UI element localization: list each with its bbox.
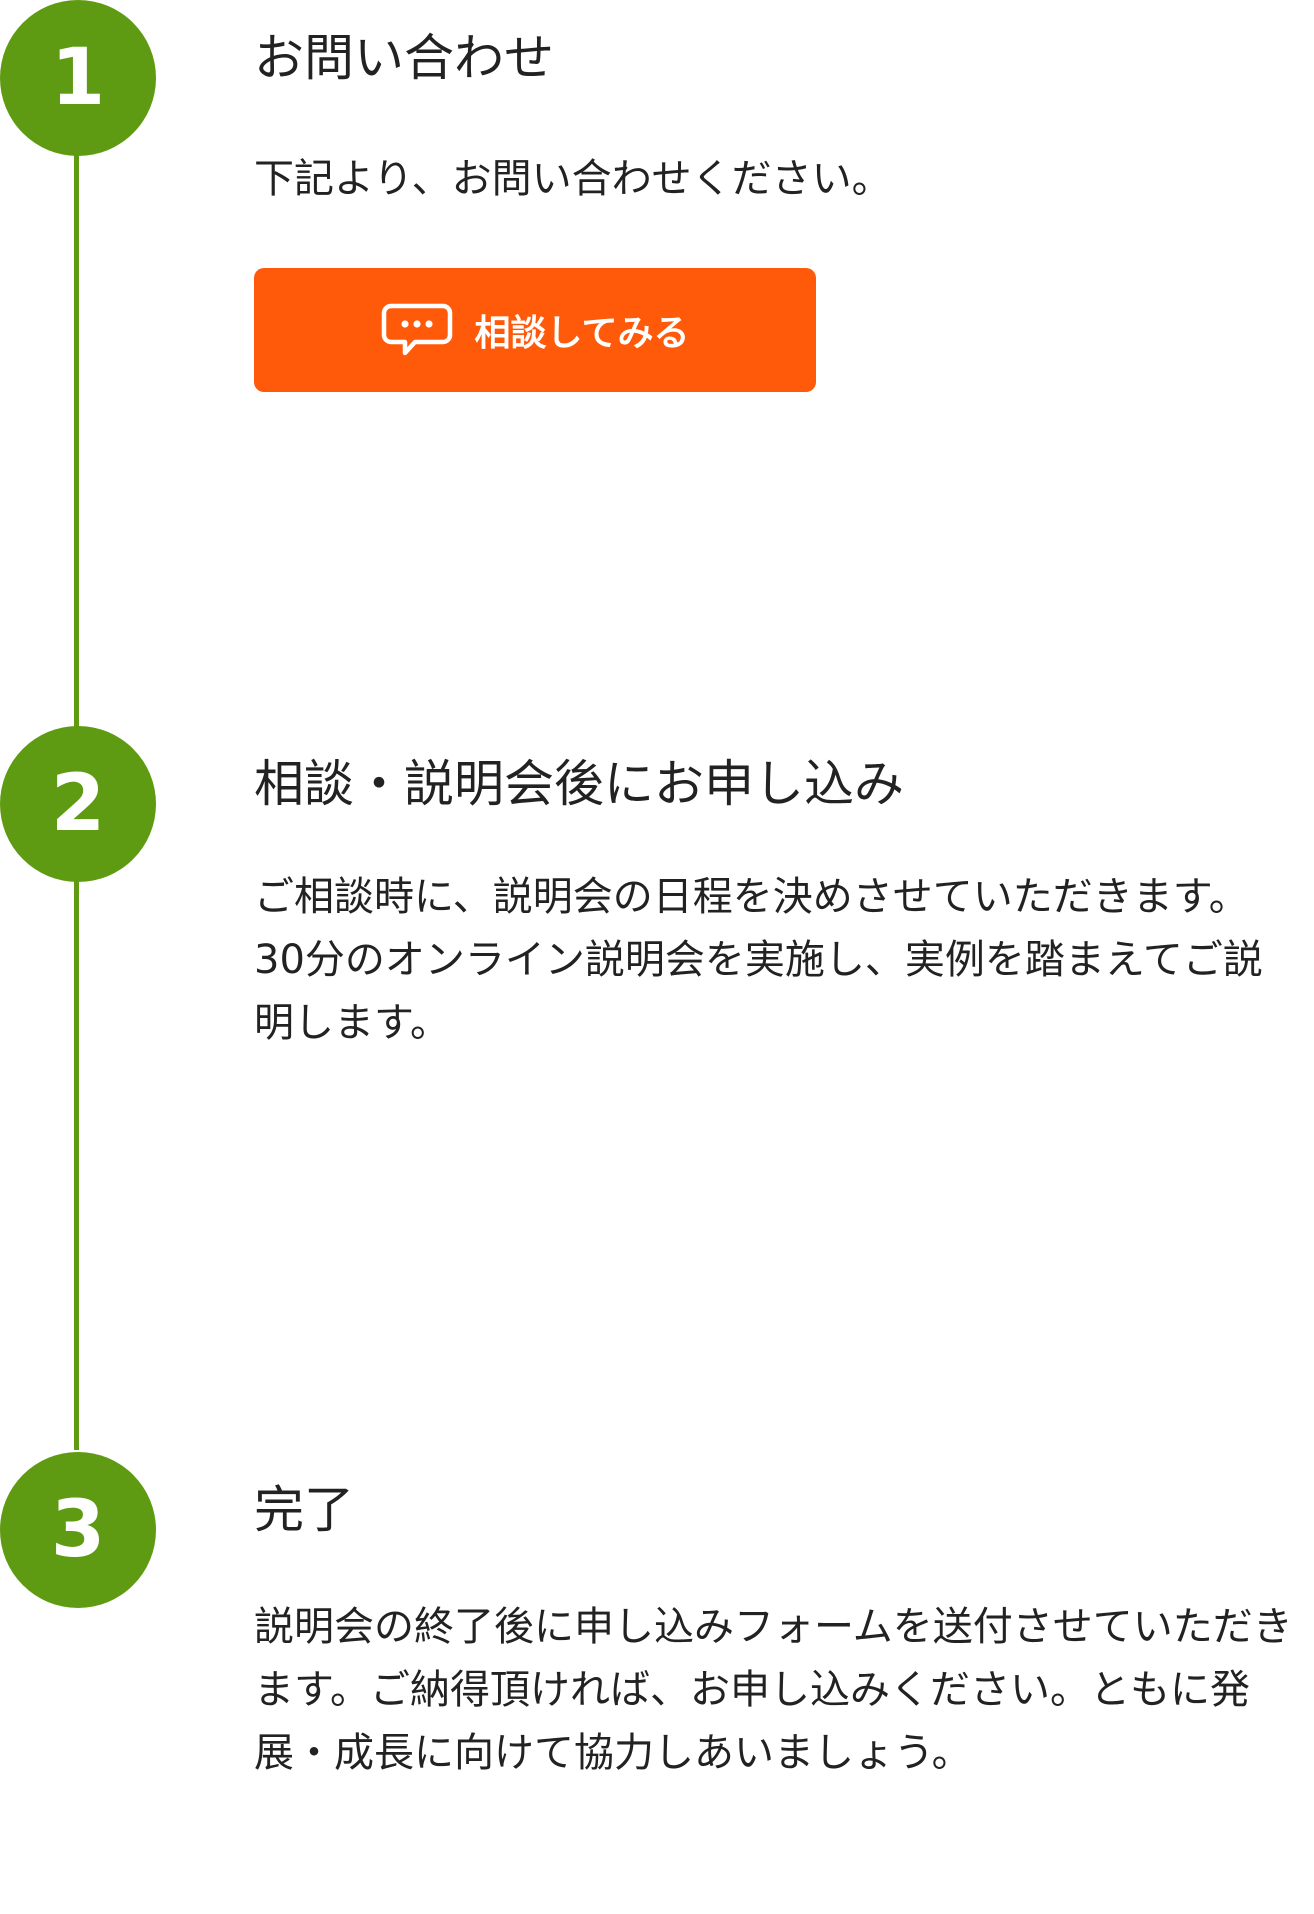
step-description: 説明会の終了後に申し込みフォームを送付させていただきます。ご納得頂ければ、お申し… (254, 1604, 1293, 1776)
step-title: お問い合わせ (254, 29, 554, 87)
consult-button[interactable]: 相談してみる (254, 268, 816, 392)
step-description: ご相談時に、説明会の日程を決めさせていただきます。30分のオンライン説明会を実施… (254, 874, 1263, 1046)
step-title: 相談・説明会後にお申し込み (254, 755, 904, 813)
step-description: 下記より、お問い合わせください。 (254, 156, 892, 202)
step-number-badge: 1 (0, 0, 156, 156)
step-title: 完了 (254, 1481, 354, 1539)
consult-button-label: 相談してみる (474, 313, 690, 354)
step-number-badge: 3 (0, 1452, 156, 1608)
chat-bubble-icon (381, 302, 453, 358)
step-number-badge: 2 (0, 726, 156, 882)
